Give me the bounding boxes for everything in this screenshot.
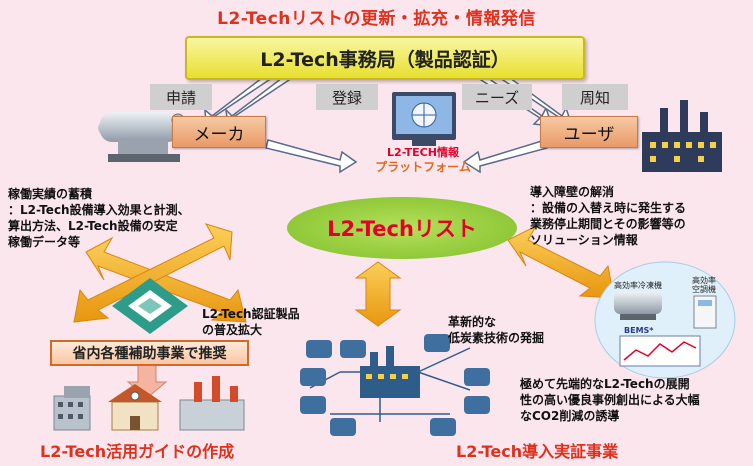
demo-factory-icon — [360, 366, 420, 398]
high-efficiency-chiller-icon — [614, 292, 662, 314]
certified-note: L2-Tech認証製品 の普及拡大 — [202, 306, 342, 338]
bems-label: BEMS* — [624, 326, 654, 335]
right-note: 導入障壁の解消 ：設備の入替え時に発生する 業務停止期間とその影響等の ソリュー… — [530, 184, 750, 248]
arrow-list-to-bottom — [354, 261, 402, 327]
innovation-line1: 革新的な — [448, 315, 497, 329]
innovation-line2: 低炭素技術の発掘 — [448, 331, 545, 345]
platform-label: L2-TECH情報 プラットフォーム — [363, 146, 483, 174]
left-note-line1: 稼働実績の蓄積 — [8, 187, 93, 201]
office-box: L2-Tech事務局（製品認証） — [185, 36, 585, 80]
left-note-line2: ：L2-Tech設備導入効果と計測、 — [8, 203, 190, 217]
buildings-icon-bottom-left — [53, 376, 245, 431]
innovation-note: 革新的な 低炭素技術の発掘 — [448, 314, 588, 346]
user-box: ユーザ — [540, 116, 638, 148]
l2tech-list-ellipse: L2-Techリスト — [287, 197, 517, 259]
orange-arrows — [73, 223, 615, 327]
right-note-line4: ソリューション情報 — [530, 233, 638, 247]
certification-logo-icon — [112, 278, 188, 334]
certified-line2: の普及拡大 — [202, 323, 263, 337]
tag-apply: 申請 — [150, 84, 212, 110]
chiller-label: 高効率冷凍機 — [614, 281, 662, 290]
left-note-line4: 稼働データ等 — [8, 235, 81, 249]
arrow-list-to-left — [85, 236, 247, 323]
tag-needs: ニーズ — [462, 84, 532, 110]
snowflake-icon — [430, 418, 456, 436]
left-note-line3: 算出方法、L2-Tech設備の安定 — [8, 219, 178, 233]
platform-label-line2: プラットフォーム — [375, 160, 471, 174]
advanced-note: 極めて先端的なL2-Techの展開 性の高い優良事例創出による大幅 なCO2削減… — [520, 376, 750, 424]
bems-screen-icon — [619, 335, 701, 367]
arrow-left-to-list-shaft — [73, 223, 233, 323]
advanced-line2: 性の高い優良事例創出による大幅 — [520, 393, 700, 407]
cart-icon — [340, 340, 366, 358]
tag-register: 登録 — [316, 84, 378, 110]
right-note-line2: ：設備の入替え時に発生する — [530, 201, 687, 215]
aircon-label-line1: 高効率 — [692, 276, 716, 285]
guide-caption: L2-Tech活用ガイドの作成 — [40, 442, 235, 461]
car-icon — [306, 340, 332, 358]
advanced-line1: 極めて先端的なL2-Techの展開 — [520, 377, 690, 391]
aircon-label-line2: 空調機 — [692, 285, 716, 294]
tv-icon — [424, 334, 450, 352]
equipment-panel — [594, 261, 736, 379]
gauge-icon — [464, 368, 490, 386]
arrow-maker-to-platform — [265, 139, 358, 174]
arrow-user-to-platform — [462, 139, 548, 174]
maker-box: メーカ — [172, 116, 266, 148]
right-note-line1: 導入障壁の解消 — [530, 185, 615, 199]
certified-line1: L2-Tech認証製品 — [202, 307, 300, 321]
header-title: L2-Techリストの更新・拡充・情報発信 — [217, 9, 536, 29]
factory-icon-top-right — [642, 100, 722, 172]
platform-label-line1: L2-TECH情報 — [387, 146, 459, 159]
aircon-label: 高効率 空調機 — [692, 276, 716, 294]
demo-caption: L2-Tech導入実証事業 — [456, 442, 619, 461]
subsidy-box: 省内各種補助事業で推奨 — [50, 340, 249, 366]
platform-monitor-icon — [392, 92, 456, 146]
washer-icon — [464, 396, 490, 414]
left-note: 稼働実績の蓄積 ：L2-Tech設備導入効果と計測、 算出方法、L2-Tech設… — [8, 186, 268, 250]
truck-icon — [300, 368, 326, 386]
fan-icon — [330, 418, 356, 436]
cooler-icon — [300, 396, 326, 414]
advanced-line3: なCO2削減の誘導 — [520, 409, 620, 423]
right-note-line3: 業務停止期間とその影響等の — [530, 217, 686, 231]
tag-notify: 周知 — [562, 84, 628, 110]
chiller-machine-icon — [98, 112, 185, 162]
demo-network-icons — [300, 334, 490, 436]
